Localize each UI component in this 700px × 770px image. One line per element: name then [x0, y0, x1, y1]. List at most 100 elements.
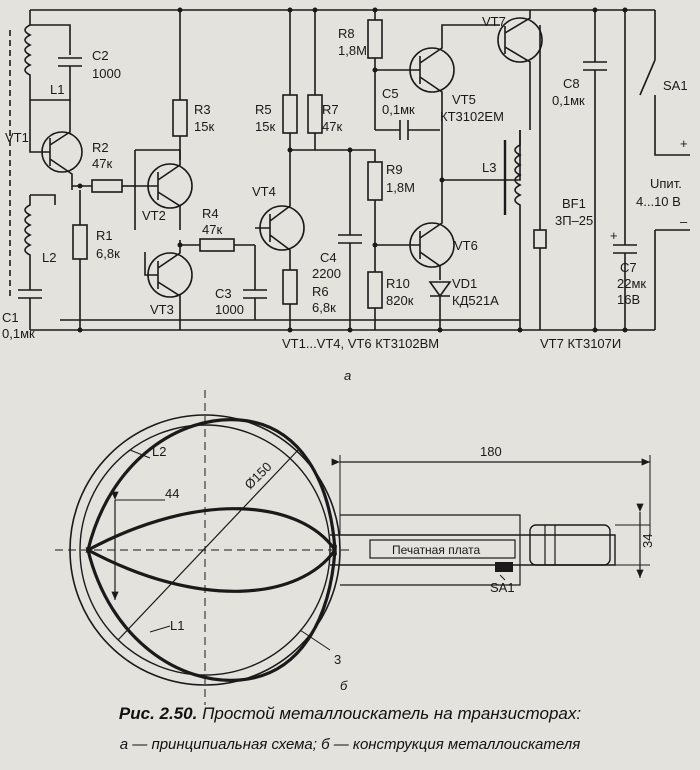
- label-C8-val: 0,1мк: [552, 93, 585, 108]
- R10-resistor: [367, 271, 383, 309]
- label-R4-val: 47к: [202, 222, 222, 237]
- C5-capacitor: [399, 120, 409, 140]
- label-part-a: а: [344, 368, 351, 383]
- battery: [529, 524, 611, 566]
- R3-resistor: [172, 99, 188, 137]
- C1-capacitor: [18, 289, 42, 299]
- label-R3-val: 15к: [194, 119, 214, 134]
- BF1-earphone: [533, 229, 547, 249]
- construction-labels: 180 44 Ø150 34 L2 L1 3 Печатная плата SA…: [152, 444, 655, 693]
- label-L3: L3: [482, 160, 496, 175]
- label-C4: C4: [320, 250, 337, 265]
- R6-resistor: [282, 269, 298, 305]
- label-VT7: VT7: [482, 14, 506, 29]
- label-BF1: BF1: [562, 196, 586, 211]
- label-L1-coil: L1: [170, 618, 184, 633]
- label-R1: R1: [96, 228, 113, 243]
- figure-title: Простой металлоискатель на транзисторах:: [202, 704, 582, 723]
- label-plus: +: [680, 136, 688, 151]
- R9-resistor: [367, 161, 383, 201]
- label-R5-val: 15к: [255, 119, 275, 134]
- label-C1-val: 0,1мк: [2, 326, 35, 341]
- C2-capacitor: [58, 57, 82, 67]
- figure-number: Рис. 2.50.: [118, 704, 198, 723]
- label-C3-val: 1000: [215, 302, 244, 317]
- label-R7-val: 47к: [322, 119, 342, 134]
- label-R2: R2: [92, 140, 109, 155]
- label-R5: R5: [255, 102, 272, 117]
- label-VT2: VT2: [142, 208, 166, 223]
- L1-coil-loop: [85, 544, 338, 682]
- R7-resistor: [307, 94, 323, 134]
- C7-capacitor: [613, 244, 637, 254]
- label-part-b: б: [340, 678, 348, 693]
- label-upit: Uпит.: [650, 176, 682, 191]
- construction: [55, 390, 651, 705]
- VT5-transistor: [409, 47, 455, 93]
- VT7-transistor: [497, 17, 543, 63]
- label-C5: C5: [382, 86, 399, 101]
- R8-resistor: [367, 19, 383, 59]
- R2-resistor: [91, 179, 123, 193]
- C4-capacitor: [338, 234, 362, 244]
- figure-caption-subtitle: а — принципиальная схема; б — конструкци…: [119, 736, 581, 753]
- label-3: 3: [334, 652, 341, 667]
- label-VT4: VT4: [252, 184, 276, 199]
- label-R6: R6: [312, 284, 329, 299]
- VD1-diode: [428, 281, 452, 298]
- label-R4: R4: [202, 206, 219, 221]
- label-note-vt7: VT7 КТ3107И: [540, 336, 621, 351]
- C3-capacitor: [243, 289, 267, 299]
- L1-coil: [24, 10, 32, 100]
- label-note-vt: VT1...VT4, VT6 КТ3102ВМ: [282, 336, 439, 351]
- dim-34: 34: [640, 534, 655, 548]
- label-R2-val: 47к: [92, 156, 112, 171]
- label-R10-val: 820к: [386, 293, 414, 308]
- label-C7-val: 22мк: [617, 276, 646, 291]
- dim-44: 44: [165, 486, 179, 501]
- label-L1: L1: [50, 82, 64, 97]
- label-VT3: VT3: [150, 302, 174, 317]
- label-R9: R9: [386, 162, 403, 177]
- label-upit-range: 4...10 В: [636, 194, 681, 209]
- label-VD1-type: КД521А: [452, 293, 499, 308]
- label-R10: R10: [386, 276, 410, 291]
- label-C5-val: 0,1мк: [382, 102, 415, 117]
- dim-length: 180: [480, 444, 502, 459]
- C8-capacitor: [583, 61, 607, 71]
- VT6-transistor: [409, 222, 455, 268]
- label-SA1: SA1: [663, 78, 688, 93]
- diameter-line: [117, 447, 301, 641]
- label-R6-val: 6,8к: [312, 300, 336, 315]
- R4-resistor: [199, 238, 235, 252]
- label-R3: R3: [194, 102, 211, 117]
- figure-caption-title: Рис. 2.50. Простой металлоискатель на тр…: [0, 704, 700, 724]
- label-R8: R8: [338, 26, 355, 41]
- L2-coil: [24, 195, 32, 270]
- label-VT1: VT1: [5, 130, 29, 145]
- label-BF1-type: 3П–25: [555, 213, 593, 228]
- label-VT5: VT5: [452, 92, 476, 107]
- label-C7-volt: 16В: [617, 292, 640, 307]
- R5-resistor: [282, 94, 298, 134]
- label-C7-plus: +: [610, 228, 618, 243]
- label-R1-val: 6,8к: [96, 246, 120, 261]
- label-R9-val: 1,8М: [386, 180, 415, 195]
- label-R8-val: 1,8М: [338, 43, 367, 58]
- label-VT5-type: КТ3102ЕМ: [440, 109, 504, 124]
- sa1-switch-block: [495, 562, 513, 572]
- label-pcb: Печатная плата: [392, 543, 480, 557]
- label-VT6: VT6: [454, 238, 478, 253]
- label-L2: L2: [42, 250, 56, 265]
- R1-resistor: [72, 224, 88, 260]
- label-minus: –: [680, 214, 688, 229]
- label-C4-val: 2200: [312, 266, 341, 281]
- label-L2-coil: L2: [152, 444, 166, 459]
- L2-coil-loop: [85, 418, 338, 556]
- label-VD1: VD1: [452, 276, 477, 291]
- SA1-switch: [639, 59, 656, 96]
- label-SA1-construction: SA1: [490, 580, 515, 595]
- label-C7: C7: [620, 260, 637, 275]
